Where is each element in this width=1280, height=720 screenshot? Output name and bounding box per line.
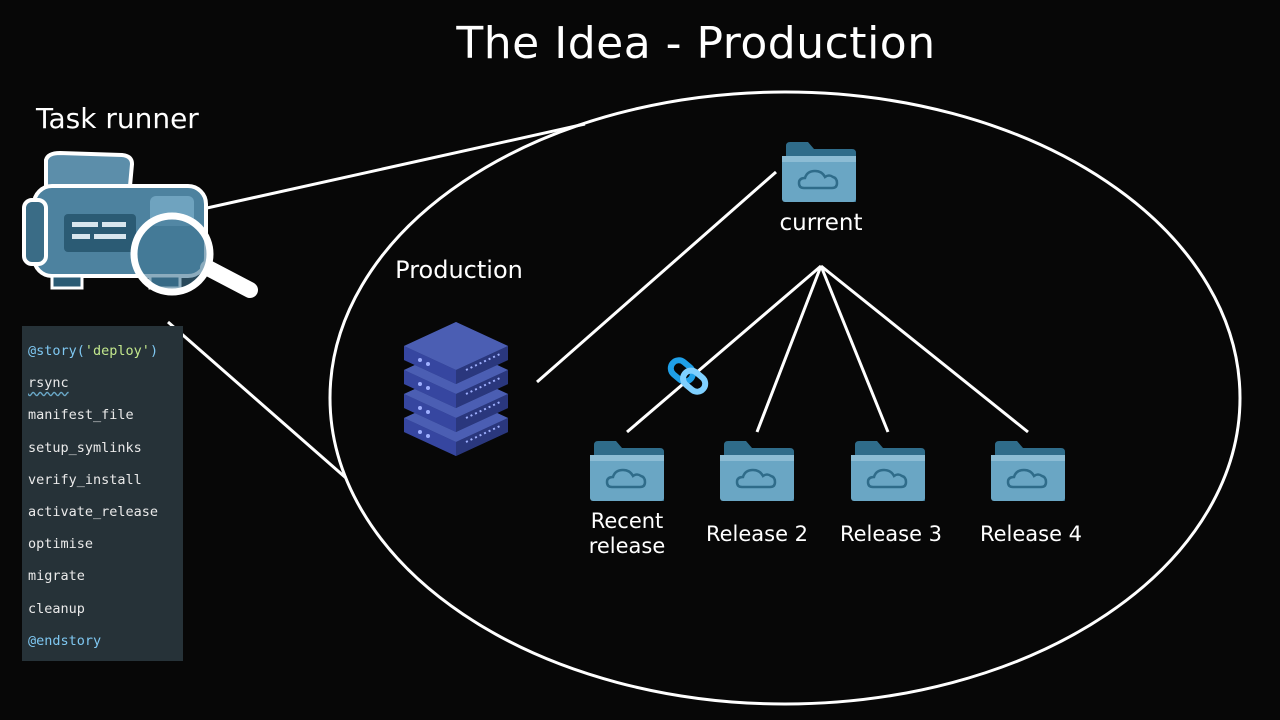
chain-link-icon (667, 357, 709, 395)
folder-current-icon (780, 140, 858, 204)
folder-release4-icon (989, 439, 1067, 503)
line-current-release3 (819, 265, 890, 433)
server-label: Production (395, 256, 523, 284)
code-line-optimise: optimise (28, 536, 94, 553)
folder-release2-icon (718, 439, 796, 503)
folder-recent-icon (588, 439, 666, 503)
beam-line-bottom (167, 320, 347, 480)
page-title: The Idea - Production (456, 18, 936, 69)
code-line-migrate: migrate (28, 568, 85, 585)
folder-release2-label: Release 2 (705, 522, 809, 546)
code-line-endstory: @endstory (28, 632, 102, 649)
production-ellipse (328, 90, 1242, 706)
code-line-cleanup: cleanup (28, 600, 85, 617)
code-line-verify-install: verify_install (28, 471, 142, 488)
folder-release3-label: Release 3 (839, 522, 943, 546)
code-line-manifest-file: manifest_file (28, 407, 134, 424)
folder-release4-label: Release 4 (979, 522, 1083, 546)
folder-recent-label: Recent release (588, 509, 666, 558)
server-stack-icon (403, 321, 509, 457)
line-current-release4 (820, 264, 1029, 434)
line-server-current (536, 170, 777, 384)
task-runner-label: Task runner (36, 102, 199, 135)
code-line-setup-symlinks: setup_symlinks (28, 439, 142, 456)
folder-current-label: current (779, 210, 863, 236)
line-current-release2 (755, 265, 823, 433)
beam-line-top (179, 122, 586, 216)
code-line-rsync: rsync (28, 375, 69, 392)
line-current-recent (626, 264, 822, 434)
code-line-activate-release: activate_release (28, 503, 159, 520)
folder-release3-icon (849, 439, 927, 503)
deploy-story-code-panel: @story('deploy') rsync manifest_file set… (22, 326, 183, 661)
magnifier-icon (130, 212, 258, 298)
code-line-story: @story('deploy') (28, 343, 159, 359)
